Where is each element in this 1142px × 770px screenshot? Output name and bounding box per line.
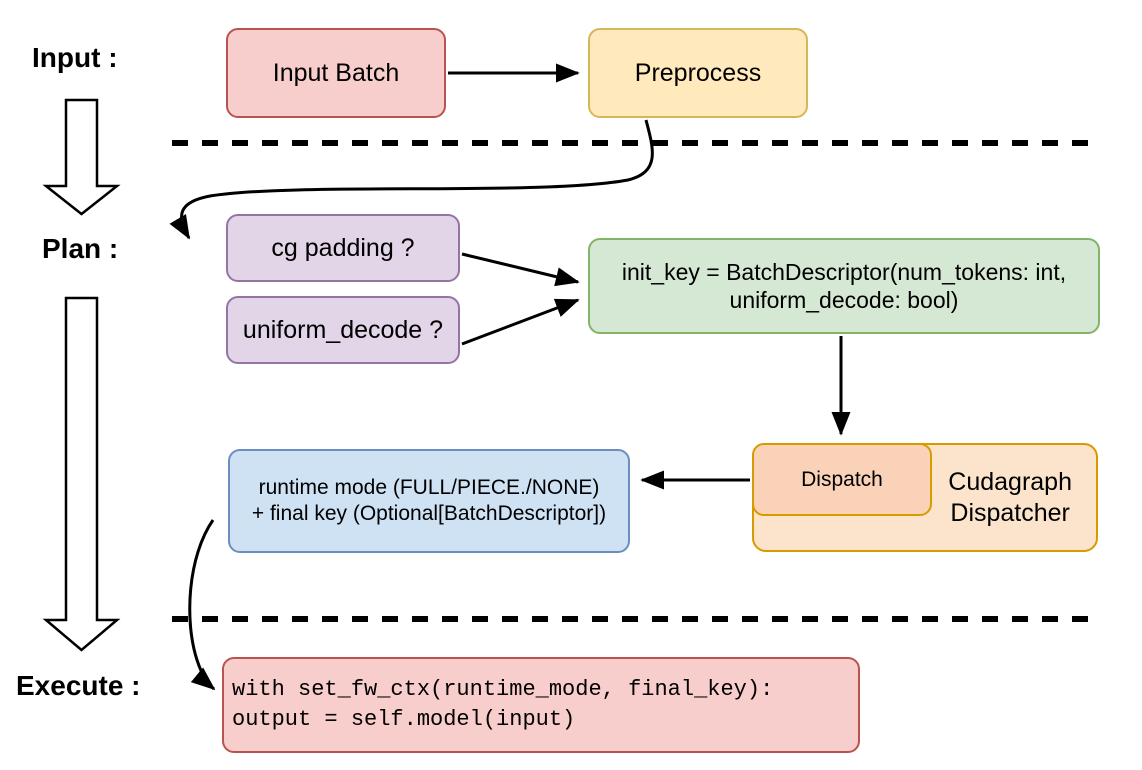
node-uniform-decode[interactable]: uniform_decode ? [226,296,460,364]
stage-label-execute: Execute : [16,670,141,701]
node-dispatch[interactable]: Dispatch [752,443,932,516]
input-to-plan-arrow [42,98,121,216]
node-exec-code[interactable]: with set_fw_ctx(runtime_mode, final_key)… [222,657,860,753]
runtime-mode-to-exec-code [188,519,216,691]
stage-label-input: Input : [32,42,118,73]
node-init-key[interactable]: init_key = BatchDescriptor(num_tokens: i… [588,238,1100,334]
node-runtime-mode[interactable]: runtime mode (FULL/PIECE./NONE) + final … [228,449,630,553]
stage-label-plan: Plan : [42,233,119,264]
uniform-decode-to-init-key [461,298,580,346]
plan-to-execute-arrow [42,296,121,652]
node-preprocess[interactable]: Preprocess [588,28,808,118]
cg-padding-to-init-key [461,252,580,287]
node-cg-padding[interactable]: cg padding ? [226,214,460,282]
node-input-batch[interactable]: Input Batch [226,28,446,118]
